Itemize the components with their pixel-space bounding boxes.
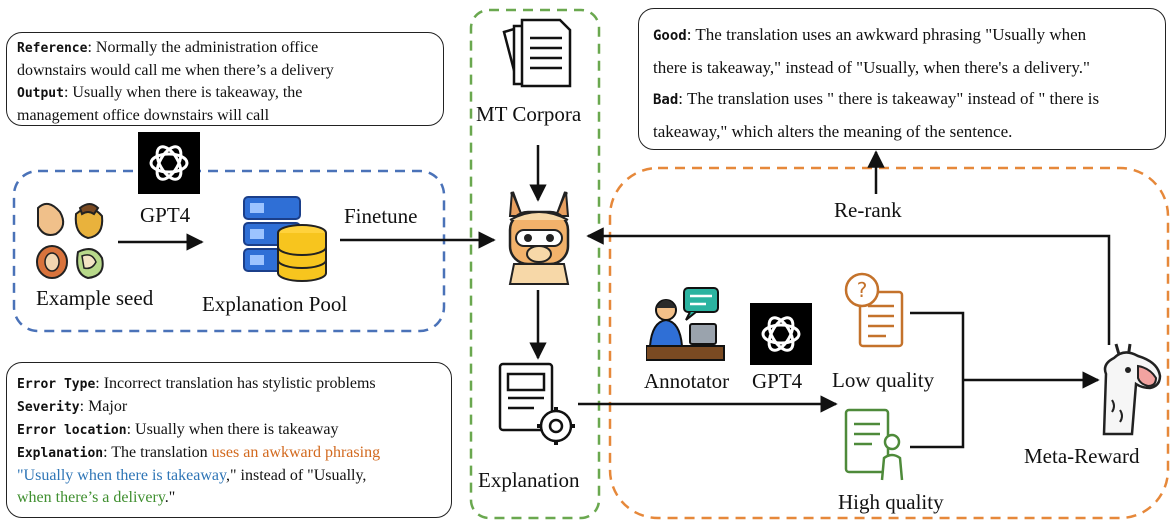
explanation-pool-label: Explanation Pool xyxy=(202,292,348,316)
connector-low-quality xyxy=(910,311,965,380)
location-key: Error location xyxy=(17,423,127,438)
svg-text:?: ? xyxy=(857,278,868,302)
seed-region xyxy=(12,169,446,333)
bad-key: Bad xyxy=(653,92,679,108)
annotator-icon xyxy=(645,286,726,362)
explanation-label: Explanation xyxy=(478,468,580,492)
documents-icon xyxy=(496,16,576,90)
explanation-orange: uses an awkward phrasing xyxy=(211,444,381,461)
mt-corpora-label: MT Corpora xyxy=(476,102,582,126)
severity-value: : Major xyxy=(79,398,128,415)
annotator-label: Annotator xyxy=(644,369,730,393)
explanation-green: when there’s a delivery xyxy=(17,489,165,506)
llama-icon xyxy=(498,186,580,286)
seed-icon xyxy=(30,196,110,286)
location-value: : Usually when there is takeaway xyxy=(126,421,339,438)
bad-text-1: : The translation uses " there is takeaw… xyxy=(678,89,1100,108)
reference-box: Reference: Normally the administration o… xyxy=(6,32,444,126)
gpt4-label-left: GPT4 xyxy=(140,203,191,227)
meta-reward-llama-icon xyxy=(1094,340,1162,440)
gpt4-label-right: GPT4 xyxy=(752,369,803,393)
meta-reward-label: Meta-Reward xyxy=(1024,444,1140,468)
low-quality-label: Low quality xyxy=(832,368,935,392)
explanation-end: ." xyxy=(164,489,176,506)
bad-text-2: takeaway," which alters the meaning of t… xyxy=(653,122,1013,141)
explanation-detail-box: Error Type: Incorrect translation has st… xyxy=(6,362,452,518)
reference-key: Reference xyxy=(17,41,88,56)
explanation-doc-icon xyxy=(494,362,580,448)
output-text-2: management office downstairs will call xyxy=(17,107,270,124)
database-icon xyxy=(240,193,330,288)
good-text-1: : The translation uses an awkward phrasi… xyxy=(686,25,1087,44)
output-text-1: : Usually when there is takeaway, the xyxy=(63,84,303,101)
explanation-blue: "Usually when there is takeaway xyxy=(17,467,226,484)
explanation-mid: ," instead of "Usually, xyxy=(225,467,367,484)
high-quality-label: High quality xyxy=(838,490,944,514)
reference-text-2: downstairs would call me when there’s a … xyxy=(17,62,334,79)
arrow-meta-to-llama xyxy=(586,227,1111,345)
error-type-key: Error Type xyxy=(17,377,96,392)
good-key: Good xyxy=(653,28,687,44)
explanation-key: Explanation xyxy=(17,446,104,461)
high-quality-icon xyxy=(842,404,908,484)
explanation-pre: : The translation xyxy=(103,444,212,461)
rerank-label: Re-rank xyxy=(834,198,902,222)
error-type-value: : Incorrect translation has stylistic pr… xyxy=(95,375,376,392)
finetune-label: Finetune xyxy=(344,204,418,228)
gpt4-logo-icon xyxy=(138,132,200,194)
connector-high-quality xyxy=(910,380,965,449)
good-text-2: there is takeaway," instead of "Usually,… xyxy=(653,58,1090,77)
reward-region xyxy=(608,166,1170,520)
output-key: Output xyxy=(17,86,64,101)
low-quality-icon: ? xyxy=(842,270,908,356)
example-seed-label: Example seed xyxy=(36,286,154,310)
gpt4-logo-icon-right xyxy=(750,303,812,365)
judgement-box: Good: The translation uses an awkward ph… xyxy=(638,8,1166,150)
model-region xyxy=(469,8,601,520)
severity-key: Severity xyxy=(17,400,80,415)
reference-text-1: : Normally the administration office xyxy=(87,39,319,56)
